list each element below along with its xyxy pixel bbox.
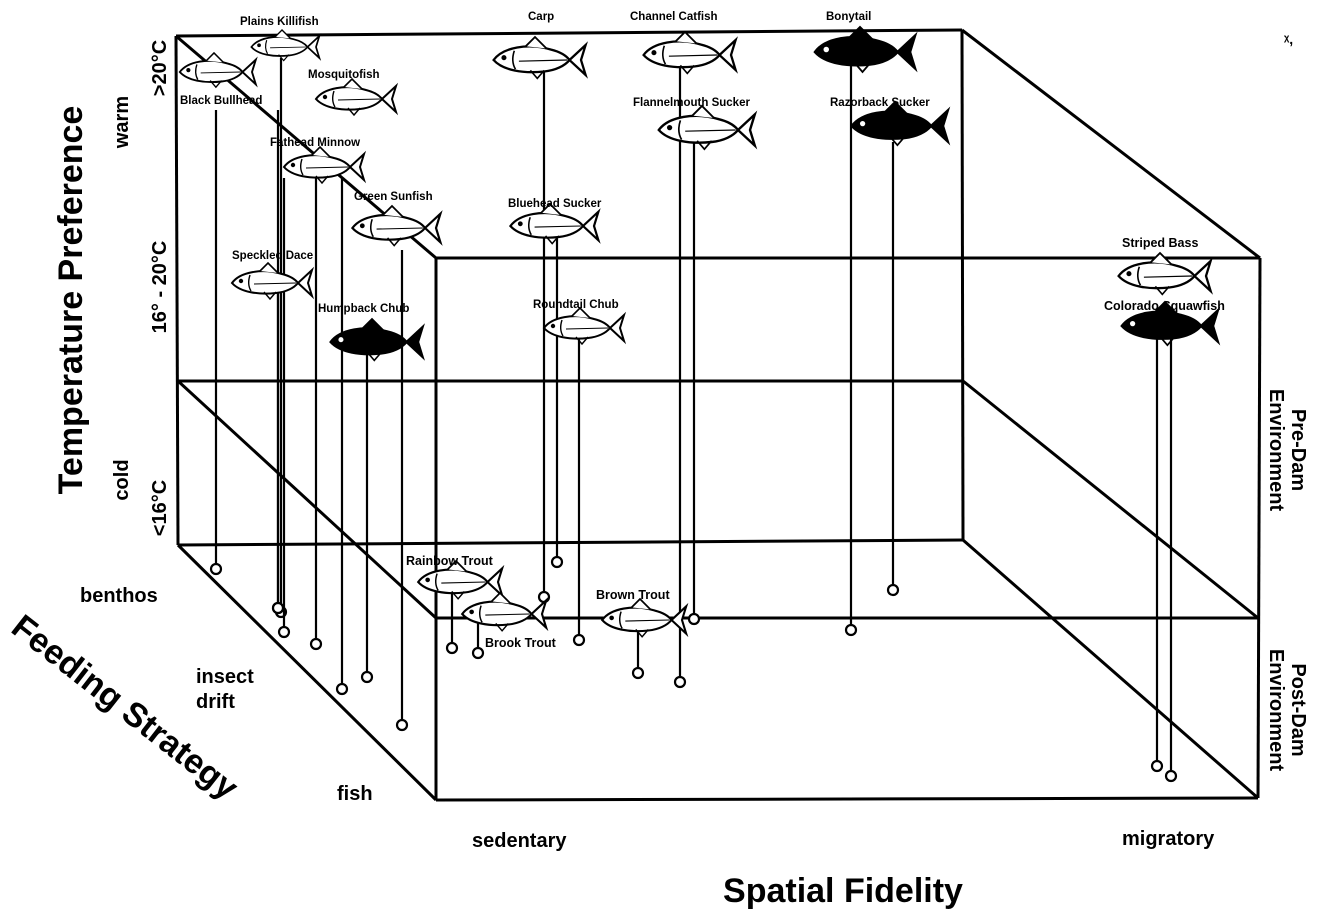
species-plains-killifish: Plains Killifish xyxy=(240,16,322,619)
mosquitofish-label: Mosquitofish xyxy=(308,69,380,81)
temperature-level-cold: cold xyxy=(111,459,133,500)
species-flannelmouth-sucker: Flannelmouth Sucker xyxy=(633,97,758,626)
fathead-minnow-fish-icon xyxy=(282,145,367,185)
species-rainbow-trout: Rainbow Trout xyxy=(406,554,505,655)
svg-text:Environment: Environment xyxy=(1265,649,1287,772)
temperature-tick-above-20: >20°C xyxy=(149,40,171,96)
roundtail-chub-marker-ring-0 xyxy=(572,633,586,647)
bonytail-label: Bonytail xyxy=(826,11,871,23)
razorback-sucker-fish-icon xyxy=(850,100,951,147)
species-humpback-chub: Humpback Chub xyxy=(318,303,425,684)
fathead-minnow-label: Fathead Minnow xyxy=(270,137,360,149)
razorback-sucker-label: Razorback Sucker xyxy=(830,97,930,109)
flannelmouth-sucker-fish-icon xyxy=(657,104,758,151)
brook-trout-marker-ring-0 xyxy=(471,646,485,660)
channel-catfish-label: Channel Catfish xyxy=(630,11,718,23)
cube-frame xyxy=(174,28,1262,802)
brook-trout-fish-icon xyxy=(460,591,549,632)
feeding-level-fish: fish xyxy=(337,783,373,805)
spatial-level-sedentary: sedentary xyxy=(472,830,567,852)
speckled-dace-fish-icon xyxy=(230,261,315,301)
bluehead-sucker-fish-icon xyxy=(508,202,601,245)
species-bluehead-sucker: Bluehead Sucker xyxy=(508,198,602,569)
colorado-squawfish-fish-icon xyxy=(1120,300,1221,347)
bluehead-sucker-marker-ring-0 xyxy=(550,555,564,569)
carp-fish-icon xyxy=(492,35,588,80)
humpback-chub-label: Humpback Chub xyxy=(318,303,409,315)
pre-dam-label: Pre-Dam Environment xyxy=(1265,389,1309,512)
brown-trout-fish-icon xyxy=(600,597,689,638)
colorado-squawfish-marker-ring-0 xyxy=(1150,759,1164,773)
species-black-bullhead: Black Bullhead xyxy=(178,51,262,576)
fathead-minnow-marker-ring-1 xyxy=(309,637,323,651)
bonytail-fish-icon xyxy=(813,25,918,74)
green-sunfish-label: Green Sunfish xyxy=(354,191,433,203)
roundtail-chub-label: Roundtail Chub xyxy=(533,299,619,311)
feeding-level-insect: insect xyxy=(196,666,254,688)
green-sunfish-marker-ring-1 xyxy=(395,718,409,732)
species-channel-catfish: Channel Catfish xyxy=(630,11,738,689)
spatial-axis-title: Spatial Fidelity xyxy=(723,872,963,910)
temperature-tick-16-20: 16° - 20°C xyxy=(149,241,171,334)
rainbow-trout-fish-icon xyxy=(416,559,505,600)
species-carp: Carp xyxy=(492,11,588,604)
green-sunfish-marker-ring-0 xyxy=(335,682,349,696)
colorado-squawfish-marker-ring-1 xyxy=(1164,769,1178,783)
flannelmouth-sucker-marker-ring-0 xyxy=(687,612,701,626)
post-dam-label: Post-Dam Environment xyxy=(1265,649,1309,772)
feeding-level-benthos: benthos xyxy=(80,585,158,607)
roundtail-chub-fish-icon xyxy=(542,306,627,346)
razorback-sucker-marker-ring-0 xyxy=(886,583,900,597)
fathead-minnow-marker-ring-0 xyxy=(277,625,291,639)
species-bonytail: Bonytail xyxy=(813,11,918,637)
striped-bass-label: Striped Bass xyxy=(1122,236,1198,250)
black-bullhead-label: Black Bullhead xyxy=(180,95,262,107)
bonytail-marker-ring-0 xyxy=(844,623,858,637)
plains-killifish-label: Plains Killifish xyxy=(240,16,319,28)
rainbow-trout-label: Rainbow Trout xyxy=(406,554,494,568)
species-green-sunfish: Green Sunfish xyxy=(335,178,443,732)
species-brook-trout: Brook Trout xyxy=(460,591,557,660)
brook-trout-label: Brook Trout xyxy=(485,636,557,650)
speckled-dace-label: Speckled Dace xyxy=(232,250,313,262)
svg-text:Pre-Dam: Pre-Dam xyxy=(1287,409,1309,491)
humpback-chub-marker-ring-0 xyxy=(360,670,374,684)
black-bullhead-marker-ring-0 xyxy=(209,562,223,576)
species-speckled-dace: Speckled Dace xyxy=(230,250,315,615)
temperature-tick-below-16: <16°C xyxy=(149,480,171,536)
temperature-axis-title: Temperature Preference xyxy=(52,106,90,495)
mosquitofish-fish-icon xyxy=(314,77,399,117)
colorado-squawfish-label: Colorado Squawfish xyxy=(1104,299,1225,313)
green-sunfish-fish-icon xyxy=(350,204,443,247)
brown-trout-marker-ring-0 xyxy=(631,666,645,680)
speckled-dace-marker-ring-0 xyxy=(271,601,285,615)
rainbow-trout-marker-ring-0 xyxy=(445,641,459,655)
species-striped-bass: Striped Bass xyxy=(1117,236,1213,296)
striped-bass-fish-icon xyxy=(1117,251,1213,296)
svg-text:Environment: Environment xyxy=(1265,389,1287,512)
plains-killifish-fish-icon xyxy=(250,29,322,62)
species-brown-trout: Brown Trout xyxy=(596,588,689,680)
feeding-level-drift: drift xyxy=(196,691,235,713)
svg-text:Post-Dam: Post-Dam xyxy=(1287,663,1309,756)
carp-marker-ring-0 xyxy=(537,590,551,604)
temperature-level-warm: warm xyxy=(111,96,133,149)
spatial-level-migratory: migratory xyxy=(1122,828,1215,850)
species-colorado-squawfish: Colorado Squawfish xyxy=(1104,299,1225,783)
corner-mark: ᵡ, xyxy=(1283,31,1293,47)
species-razorback-sucker: Razorback Sucker xyxy=(830,97,951,597)
humpback-chub-fish-icon xyxy=(329,317,425,362)
bluehead-sucker-label: Bluehead Sucker xyxy=(508,198,602,210)
flannelmouth-sucker-label: Flannelmouth Sucker xyxy=(633,97,750,109)
channel-catfish-marker-ring-0 xyxy=(673,675,687,689)
black-bullhead-fish-icon xyxy=(178,51,258,89)
carp-label: Carp xyxy=(528,11,554,23)
species-fathead-minnow: Fathead Minnow xyxy=(270,137,367,651)
channel-catfish-fish-icon xyxy=(642,30,738,75)
species-roundtail-chub: Roundtail Chub xyxy=(533,299,627,647)
brown-trout-label: Brown Trout xyxy=(596,588,670,602)
